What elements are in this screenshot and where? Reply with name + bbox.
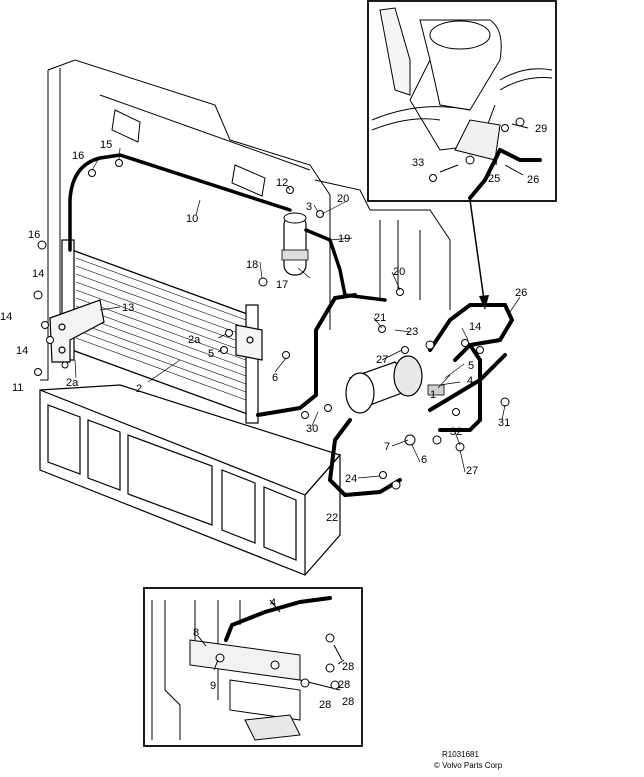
callout-5-center: 5 [208, 348, 214, 360]
callout-10: 10 [186, 213, 198, 225]
hose-26-inner [429, 304, 514, 431]
callout-23: 23 [406, 326, 418, 338]
callout-31: 31 [498, 417, 510, 429]
callout-14-c: 14 [16, 345, 28, 357]
callout-2a-left: 2a [66, 377, 79, 389]
callout-15: 15 [100, 139, 112, 151]
callout-7: 7 [384, 441, 390, 453]
callout-2a-center: 2a [188, 334, 201, 346]
front-grille-panel [39, 384, 342, 576]
callout-3: 3 [306, 201, 312, 213]
inset-bottom-callout-28-d: 28 [342, 696, 354, 708]
callout-19: 19 [338, 233, 350, 245]
callout-20-mid: 20 [393, 266, 405, 278]
condenser-bracket-right [235, 324, 263, 361]
inset-bottom: 4 8 9 28 28 28 28 [143, 587, 363, 747]
condenser-bracket-left [49, 299, 105, 363]
callout-12: 12 [276, 177, 288, 189]
callout-17: 17 [276, 279, 288, 291]
callout-4: 4 [467, 375, 473, 387]
inset-pointer-arrow [469, 199, 489, 310]
callout-14-a: 14 [32, 268, 44, 280]
inset-top-callout-25: 25 [488, 173, 500, 185]
callout-16-top: 16 [72, 150, 84, 162]
callout-14-b: 14 [0, 311, 12, 323]
callout-21: 21 [374, 312, 386, 324]
callout-20-top: 20 [337, 193, 349, 205]
callout-22: 22 [326, 512, 338, 524]
callout-30: 30 [306, 423, 318, 435]
hose-10-inner [69, 154, 291, 251]
callout-1: 1 [430, 389, 436, 401]
callout-16-left: 16 [28, 229, 40, 241]
inset-top-right: 25 26 29 33 [367, 0, 557, 202]
callout-11: 11 [12, 382, 23, 394]
bolts-and-clamps [33, 159, 510, 490]
callout-27-low: 27 [466, 465, 478, 477]
hose-19-inner [305, 229, 386, 301]
callout-2: 2 [136, 383, 142, 395]
callout-24: 24 [345, 473, 357, 485]
main-callouts: 1 2 2a 2a 3 4 5 5 6 6 7 10 11 12 13 14 1… [0, 139, 527, 524]
cab-frame-outline [40, 59, 451, 381]
hose-10 [68, 153, 292, 252]
inset-bottom-callout-4: 4 [270, 597, 276, 609]
inset-top-callout-33: 33 [412, 157, 424, 169]
callout-32: 32 [450, 426, 462, 438]
callout-26: 26 [515, 287, 527, 299]
callout-6-right: 6 [421, 454, 427, 466]
callout-5-right: 5 [468, 360, 474, 372]
inset-top-callout-26: 26 [527, 174, 539, 186]
inset-bottom-callout-28-a: 28 [342, 661, 354, 673]
callout-6-center: 6 [272, 372, 278, 384]
leader-lines [74, 147, 521, 479]
inset-top-callout-29: 29 [535, 123, 547, 135]
inset-bottom-callout-8: 8 [193, 627, 199, 639]
callout-27-mid: 27 [376, 354, 388, 366]
callout-14-d: 14 [469, 321, 481, 333]
inset-bottom-callout-9: 9 [210, 680, 216, 692]
copyright-notice: © Volvo Parts Corp [434, 761, 503, 770]
compressor [345, 355, 445, 414]
inset-bottom-callout-28-c: 28 [319, 699, 331, 711]
main-assembly: 1 2 2a 2a 3 4 5 5 6 6 7 10 11 12 13 14 1… [0, 59, 527, 576]
drawing-reference: R1031681 [442, 750, 479, 759]
inset-bottom-callout-28-b: 28 [338, 679, 350, 691]
callout-18: 18 [246, 259, 258, 271]
receiver-drier [281, 212, 309, 276]
callout-13: 13 [122, 302, 134, 314]
